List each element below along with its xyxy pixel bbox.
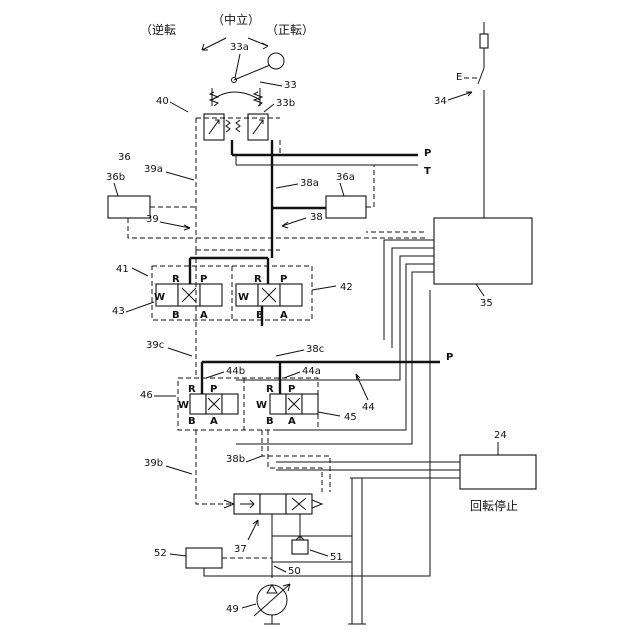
sensor-52 bbox=[186, 548, 222, 568]
label-neutral: （中立） bbox=[212, 12, 260, 27]
ref-36a: 36a bbox=[336, 172, 355, 183]
svg-text:P: P bbox=[210, 384, 217, 395]
ref-41: 41 bbox=[116, 264, 129, 275]
svg-text:R: R bbox=[188, 384, 196, 395]
ref-35: 35 bbox=[480, 298, 493, 309]
ref-42: 42 bbox=[340, 282, 353, 293]
ref-45: 45 bbox=[344, 412, 357, 423]
ref-44: 44 bbox=[362, 402, 375, 413]
lever-knob bbox=[268, 53, 284, 69]
switch-e-mark: E bbox=[456, 72, 462, 83]
svg-text:B: B bbox=[266, 416, 274, 427]
svg-text:A: A bbox=[200, 310, 208, 321]
svg-text:P: P bbox=[288, 384, 295, 395]
svg-text:W: W bbox=[256, 400, 267, 411]
ref-37: 37 bbox=[234, 544, 247, 555]
controller-35 bbox=[434, 218, 532, 284]
label-forward: （正転） bbox=[266, 23, 314, 37]
lever-arm bbox=[234, 65, 270, 80]
relief-valve-51 bbox=[292, 540, 308, 554]
svg-text:R: R bbox=[172, 274, 180, 285]
svg-text:W: W bbox=[238, 292, 249, 303]
svg-text:A: A bbox=[210, 416, 218, 427]
ref-52: 52 bbox=[154, 548, 167, 559]
arrow-forward bbox=[248, 38, 268, 49]
ref-33a: 33a bbox=[230, 42, 249, 53]
ref-38: 38 bbox=[310, 212, 323, 223]
ref-24: 24 bbox=[494, 430, 507, 441]
pump-49 bbox=[254, 584, 290, 624]
spring-right bbox=[254, 92, 262, 106]
ref-44b: 44b bbox=[226, 366, 245, 377]
ref-36: 36 bbox=[118, 152, 131, 163]
valve-46: R P W B A bbox=[178, 384, 238, 427]
svg-text:A: A bbox=[288, 416, 296, 427]
ref-39a: 39a bbox=[144, 164, 163, 175]
svg-text:A: A bbox=[280, 310, 288, 321]
ref-40: 40 bbox=[156, 96, 169, 107]
ref-38a: 38a bbox=[300, 178, 319, 189]
ref-34: 34 bbox=[434, 96, 447, 107]
ref-33: 33 bbox=[284, 80, 297, 91]
svg-text:W: W bbox=[178, 400, 189, 411]
ref-36b: 36b bbox=[106, 172, 125, 183]
spring-left bbox=[210, 92, 218, 106]
ref-39b: 39b bbox=[144, 458, 163, 469]
ref-33b: 33b bbox=[276, 98, 295, 109]
directional-valve-37 bbox=[224, 494, 322, 514]
arrow-reverse bbox=[202, 38, 226, 50]
port-p-mid: P bbox=[446, 352, 453, 363]
svg-text:B: B bbox=[172, 310, 180, 321]
ref-49: 49 bbox=[226, 604, 239, 615]
sensor-36a bbox=[326, 196, 366, 218]
ref-50: 50 bbox=[288, 566, 301, 577]
label-reverse: （逆転 bbox=[140, 22, 176, 37]
ref-38b: 38b bbox=[226, 454, 245, 465]
svg-text:B: B bbox=[188, 416, 196, 427]
svg-text:W: W bbox=[154, 292, 165, 303]
valve-43: R P W B A bbox=[154, 274, 222, 321]
port-p-top: P bbox=[424, 148, 431, 159]
switch-34: E 34 bbox=[434, 22, 488, 218]
ref-46: 46 bbox=[140, 390, 153, 401]
ref-44a: 44a bbox=[302, 366, 321, 377]
lever-cam bbox=[212, 92, 260, 100]
ref-39: 39 bbox=[146, 214, 159, 225]
rotation-stop-label: 回転停止 bbox=[470, 498, 518, 513]
svg-text:R: R bbox=[266, 384, 274, 395]
ref-38c: 38c bbox=[306, 344, 324, 355]
svg-text:R: R bbox=[254, 274, 262, 285]
operation-lever: （中立） （逆転 （正転） 33a 33 33b bbox=[140, 12, 314, 140]
svg-text:P: P bbox=[280, 274, 287, 285]
ref-51: 51 bbox=[330, 552, 343, 563]
ref-43: 43 bbox=[112, 306, 125, 317]
rotation-stop-unit-24 bbox=[460, 455, 536, 489]
valve-45: R P W B A bbox=[256, 384, 318, 427]
port-t-top: T bbox=[424, 166, 431, 177]
svg-text:P: P bbox=[200, 274, 207, 285]
ref-39c: 39c bbox=[146, 340, 164, 351]
sensor-36b bbox=[108, 196, 150, 218]
